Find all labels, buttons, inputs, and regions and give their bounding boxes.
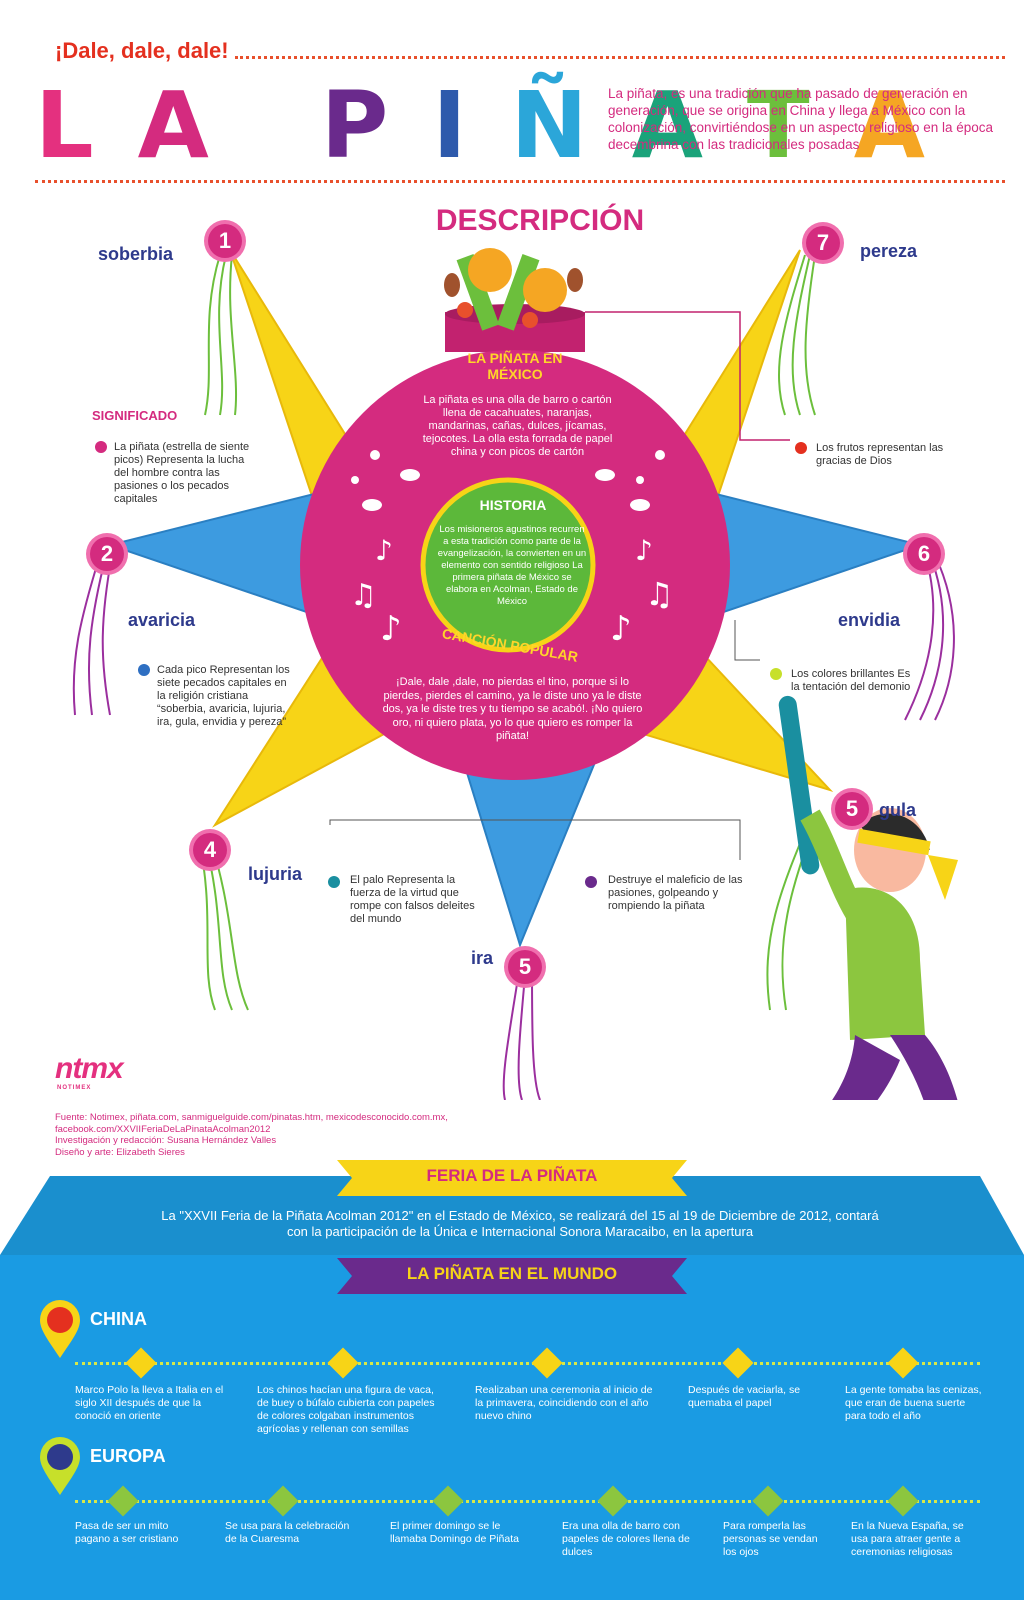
svg-text:♪: ♪ (375, 534, 393, 567)
badge-6: 6 (907, 537, 941, 571)
title-letter: L (35, 72, 100, 179)
sin-label-ira: ira (471, 948, 494, 968)
region-china: CHINA (90, 1309, 147, 1329)
sin-label-gula: gula (879, 800, 917, 820)
china-pin-icon (40, 1300, 80, 1358)
svg-text:♪: ♪ (635, 534, 653, 567)
header-divider-bottom (35, 180, 1005, 183)
note-dot (328, 876, 340, 888)
china-item-5: La gente tomaba las cenizas, que eran de… (845, 1384, 982, 1422)
title-letter: P (320, 72, 395, 179)
title-letter: I (432, 72, 473, 179)
note-dot (138, 664, 150, 676)
world-banner: LA PIÑATA EN EL MUNDO (406, 1264, 618, 1283)
china-item-1: Marco Polo la lleva a Italia en el siglo… (75, 1384, 224, 1422)
title-letter: A (853, 72, 931, 179)
note-dot (585, 876, 597, 888)
title-letter: T (746, 72, 816, 179)
pinata-illustration: ♪ ♫ ♪ ♪ ♫ ♪ (72, 248, 958, 1100)
subtitle: ¡Dale, dale, dale! (55, 38, 229, 63)
kid-illustration (778, 695, 958, 1100)
callout-lines (585, 311, 790, 441)
china-item-3: Realizaban una ceremonia al inicio de la… (475, 1384, 653, 1422)
fair-banner: FERIA DE LA PIÑATA (426, 1166, 598, 1185)
title-letter: A (631, 72, 709, 179)
europa-item-1: Pasa de ser un mito pagano a ser cristia… (75, 1520, 179, 1545)
badge-2: 2 (90, 537, 124, 571)
song-text: ¡Dale, dale ,dale, no pierdas el tino, p… (382, 676, 643, 742)
intro-text: La piñata, es una tradición que ha pasad… (608, 86, 994, 152)
sin-label-pereza: pereza (860, 241, 918, 261)
decorations: ♪ ♫ ♪ ♪ ♫ ♪ (350, 450, 674, 649)
note-destroy: Destruye el maleficio de las pasiones, g… (608, 874, 743, 912)
europa-item-4: Era una olla de barro con papeles de col… (562, 1520, 690, 1558)
sin-label-soberbia: soberbia (98, 244, 174, 264)
pinata-arm-6 (699, 488, 924, 622)
fruits (444, 248, 583, 331)
europa-pin-icon (40, 1437, 80, 1495)
svg-text:♪: ♪ (610, 609, 632, 649)
note-dot (795, 442, 807, 454)
svg-text:♪: ♪ (380, 609, 402, 649)
europa-item-2: Se usa para la celebración de la Cuaresm… (225, 1520, 350, 1545)
header-divider-top (235, 56, 1005, 59)
credits: Fuente: Notimex, piñata.com, sanmiguelgu… (55, 1112, 448, 1158)
historia-circle (420, 477, 596, 653)
region-europa: EUROPA (90, 1446, 166, 1466)
fair-text: La "XXVII Feria de la Piñata Acolman 201… (161, 1208, 879, 1239)
significado-heading: SIGNIFICADO (92, 408, 178, 423)
page-title: L A P I Ñ A T A (35, 72, 931, 179)
note-peaks: Cada pico Representan los siete pecados … (157, 664, 290, 728)
china-item-4: Después de vaciarla, se quemaba el papel (688, 1384, 801, 1409)
europa-item-3: El primer domingo se le llamaba Domingo … (390, 1520, 519, 1545)
china-item-2: Los chinos hacían una figura de vaca, de… (257, 1384, 435, 1435)
description-title: DESCRIPCIÓN (435, 204, 645, 237)
badge-5-ira: 5 (508, 950, 542, 984)
note-star: La piñata (estrella de siente picos) Rep… (114, 441, 250, 505)
note-colors: Los colores brillantes Es la tentación d… (791, 668, 911, 693)
china-timeline (75, 1362, 980, 1365)
badge-7: 7 (806, 226, 840, 260)
title-letter: A (137, 72, 215, 179)
history-heading: HISTORIA (479, 497, 547, 513)
note-fruits: Los frutos representan las gracias de Di… (816, 442, 944, 467)
streamers (72, 254, 955, 1100)
note-dot (770, 668, 782, 680)
svg-text:♫: ♫ (350, 578, 377, 613)
badge-1: 1 (208, 224, 242, 258)
title-letter: Ñ (510, 72, 594, 179)
notimex-logo-sub: NOTIMEX (57, 1085, 92, 1091)
sin-label-lujuria: lujuria (248, 864, 303, 884)
svg-text:♫: ♫ (645, 575, 674, 613)
note-stick: El palo Representa la fuerza de la virtu… (350, 874, 475, 925)
badge-4: 4 (193, 833, 227, 867)
pinata-arm-2 (106, 488, 331, 622)
notimex-logo: ntmx (55, 1052, 124, 1085)
europa-item-5: Para romperla las personas se vendan los… (723, 1520, 818, 1558)
europa-item-6: En la Nueva España, se usa para atraer g… (851, 1520, 964, 1558)
history-text: Los misioneros agustinos recurren a esta… (437, 524, 587, 607)
fair-stage (0, 1176, 1024, 1600)
badge-5-gula: 5 (835, 792, 869, 826)
mexico-heading: LA PIÑATA EN MÉXICO (467, 350, 563, 382)
sin-label-envidia: envidia (838, 610, 901, 630)
europa-timeline (75, 1500, 980, 1503)
mexico-text: La piñata es una olla de barro o cartón … (422, 394, 613, 458)
sin-label-avaricia: avaricia (128, 610, 196, 630)
note-dot (95, 441, 107, 453)
